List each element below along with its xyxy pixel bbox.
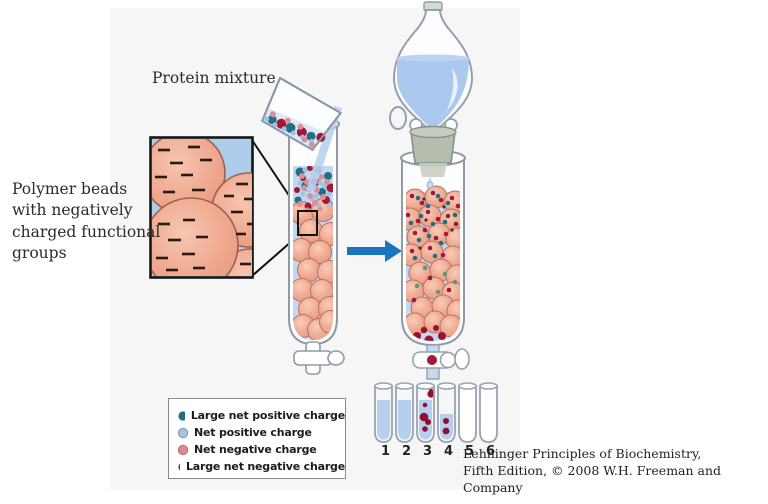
protein-mixture-label: Protein mixture — [152, 69, 276, 87]
fraction-test-tubes — [374, 382, 498, 443]
stopcock-protein-dot — [427, 355, 437, 365]
column-2-stopcock — [412, 344, 470, 380]
attribution-line: Fifth Edition, © 2008 W.H. Freeman and — [463, 462, 722, 478]
column-2-beads — [406, 185, 460, 338]
large-net-positive-dot-icon — [178, 410, 185, 421]
column-1-beads — [293, 198, 333, 340]
eluting-drop — [427, 386, 435, 398]
polymer-beads-label-line: with negatively — [12, 201, 133, 220]
column-2 — [400, 125, 470, 398]
legend-label: Net positive charge — [194, 426, 312, 439]
fraction-number-3: 3 — [422, 444, 433, 459]
attribution-line: Company — [463, 479, 523, 495]
attribution-text: Lehninger Principles of Biochemistry, Fi… — [463, 446, 723, 497]
polymer-beads-label-line: charged functional — [12, 222, 161, 241]
separatory-funnel — [389, 1, 474, 144]
test-tube-2 — [395, 382, 414, 443]
fraction-number-1: 1 — [380, 444, 391, 459]
fraction-numbers: 1 2 3 4 5 6 — [375, 444, 501, 459]
column-2-bound-proteins — [406, 190, 460, 341]
test-tube-5 — [458, 382, 477, 443]
funnel-stopper — [409, 125, 457, 177]
legend-item-large-net-positive: Large net positive charge — [178, 407, 345, 424]
protein-mixture-beaker — [260, 76, 343, 152]
zoom-region-rectangle — [297, 210, 318, 236]
charge-legend: Large net positive charge Net positive c… — [168, 398, 346, 479]
polymer-beads-label-line: Polymer beads — [12, 180, 128, 198]
fraction-number-4: 4 — [443, 444, 454, 459]
test-tube-4 — [437, 382, 456, 443]
polymer-beads-label-line: groups — [12, 244, 67, 263]
pour-stream — [306, 106, 342, 192]
legend-label: Large net negative charge — [185, 460, 345, 473]
large-net-negative-dot-icon — [178, 463, 180, 470]
fraction-number-2: 2 — [401, 444, 412, 459]
buffer-drip — [426, 176, 434, 189]
fraction-number-5: 5 — [464, 444, 475, 459]
legend-item-net-positive: Net positive charge — [178, 424, 345, 441]
test-tube-1 — [374, 382, 393, 443]
legend-item-large-net-negative: Large net negative charge — [178, 458, 345, 475]
legend-item-net-negative: Net negative charge — [178, 441, 345, 458]
attribution-line: Lehninger Principles of Biochemistry, — [463, 446, 702, 461]
fraction-number-6: 6 — [485, 444, 496, 459]
column-1-stopcock — [293, 341, 345, 375]
polymer-beads-label: Polymer beads with negatively charged fu… — [12, 179, 160, 265]
legend-label: Net negative charge — [194, 443, 317, 456]
net-positive-dot-icon — [178, 427, 188, 438]
legend-label: Large net positive charge — [190, 409, 345, 422]
flow-arrow — [347, 240, 402, 262]
test-tube-6 — [479, 382, 498, 443]
net-negative-dot-icon — [178, 444, 188, 455]
beaker-protein-dots — [264, 111, 326, 148]
negative-charge-marks — [155, 145, 252, 272]
column-1 — [286, 116, 345, 375]
column-1-protein-mixture-dots — [294, 166, 333, 213]
magnified-bead-inset — [149, 136, 254, 279]
test-tube-3 — [416, 382, 435, 443]
funnel-ring-left — [389, 106, 407, 130]
